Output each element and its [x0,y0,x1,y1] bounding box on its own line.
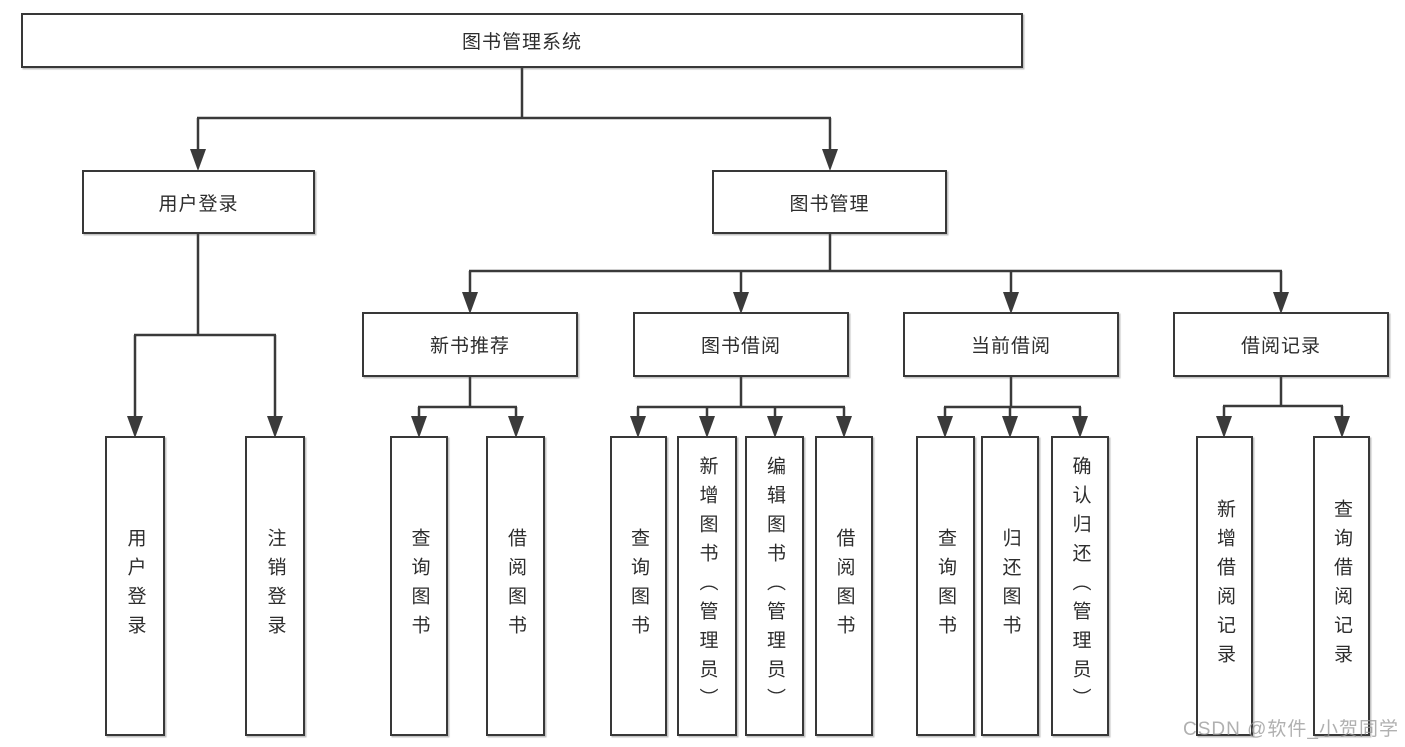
node-new-book-recommend-label: 新书推荐 [429,336,510,357]
leaf-borrowing-edit-books-admin: 编辑图书（管理员） [745,436,804,736]
leaf-current-query-books-label: 查询图书 [935,528,956,644]
node-borrowing-records-label: 借阅记录 [1240,336,1321,357]
leaf-current-query-books: 查询图书 [916,436,975,736]
leaf-borrowing-edit-books-admin-label: 编辑图书（管理员） [764,455,785,717]
leaf-recommend-query-books-label: 查询图书 [408,528,430,644]
node-new-book-recommend: 新书推荐 [362,312,578,377]
node-book-borrowing-label: 图书借阅 [700,336,781,357]
node-user-login: 用户登录 [82,170,315,234]
leaf-borrowing-add-books-admin: 新增图书（管理员） [677,436,737,736]
leaf-records-query-record-label: 查询借阅记录 [1331,499,1352,673]
leaf-current-return-books: 归还图书 [981,436,1039,736]
leaf-borrowing-query-books: 查询图书 [610,436,667,736]
leaf-borrowing-borrow-books-label: 借阅图书 [833,528,855,644]
node-book-borrowing: 图书借阅 [633,312,849,377]
leaf-logout: 注销登录 [245,436,305,736]
node-current-borrowing: 当前借阅 [903,312,1119,377]
node-user-login-label: 用户登录 [158,193,239,215]
node-book-management: 图书管理 [712,170,947,234]
leaf-recommend-borrow-books-label: 借阅图书 [505,528,526,644]
leaf-records-query-record: 查询借阅记录 [1313,436,1370,736]
node-root-system: 图书管理系统 [21,13,1023,68]
leaf-current-confirm-return-admin-label: 确认归还（管理员） [1069,455,1091,717]
leaf-records-add-record: 新增借阅记录 [1196,436,1253,736]
csdn-watermark: CSDN @软件_小贺同学 [1183,719,1399,740]
leaf-recommend-borrow-books: 借阅图书 [486,436,545,736]
leaf-borrowing-borrow-books: 借阅图书 [815,436,873,736]
leaf-records-add-record-label: 新增借阅记录 [1214,499,1235,673]
leaf-recommend-query-books: 查询图书 [390,436,448,736]
node-book-management-label: 图书管理 [789,193,870,215]
leaf-current-confirm-return-admin: 确认归还（管理员） [1051,436,1109,736]
node-borrowing-records: 借阅记录 [1173,312,1389,377]
leaf-logout-label: 注销登录 [264,528,286,644]
node-current-borrowing-label: 当前借阅 [970,336,1051,357]
leaf-borrowing-add-books-admin-label: 新增图书（管理员） [696,455,718,717]
leaf-borrowing-query-books-label: 查询图书 [628,528,649,644]
leaf-user-login-label: 用户登录 [124,528,146,644]
leaf-current-return-books-label: 归还图书 [999,528,1021,644]
node-root-system-label: 图书管理系统 [461,32,582,53]
leaf-user-login: 用户登录 [105,436,165,736]
